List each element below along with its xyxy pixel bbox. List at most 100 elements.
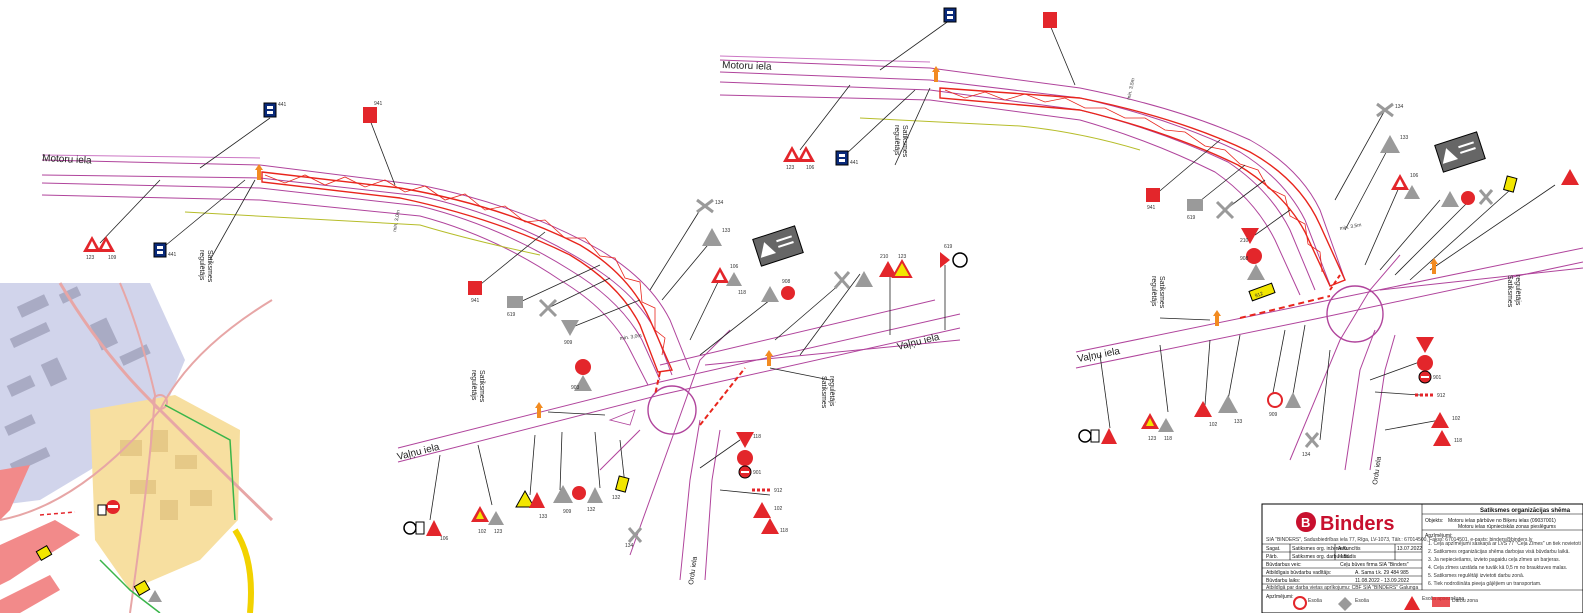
sign-warning-icon: 123 118: [1141, 413, 1174, 442]
controller-label-2: regulētājs: [1514, 275, 1521, 306]
sign-red-circle-icon: 903: [571, 359, 592, 391]
sign-grey-cross-icon: 134: [1376, 102, 1404, 118]
controller-label-2: regulētājs: [470, 370, 477, 401]
svg-text:106: 106: [440, 536, 449, 542]
svg-text:118: 118: [1454, 438, 1462, 444]
sign-no-entry-icon: [1078, 428, 1117, 444]
svg-text:133: 133: [539, 514, 548, 520]
svg-text:619: 619: [507, 312, 516, 318]
row-name: M.Budis: [1338, 554, 1357, 560]
svg-text:441: 441: [168, 252, 177, 258]
svg-text:118: 118: [738, 290, 746, 296]
svg-text:Darbu zona: Darbu zona: [1452, 598, 1478, 604]
sign-grey-triangle-icon: 909: [561, 320, 579, 346]
period-value: 11.08.2022 - 13.09.2022: [1355, 578, 1409, 584]
svg-text:909: 909: [564, 340, 573, 346]
svg-text:912: 912: [774, 488, 783, 494]
svg-text:102: 102: [1452, 416, 1461, 422]
sign-grey-triangle-icon: 133: [1218, 395, 1243, 425]
note-line: 3. Ja nepieciešams, izvieto pagaidu ceļa…: [1428, 557, 1560, 563]
svg-text:118: 118: [753, 434, 761, 440]
right-road-valnu: [1075, 247, 1583, 369]
svg-text:901: 901: [753, 470, 762, 476]
traffic-controller-icon: [255, 164, 263, 180]
traffic-controller-icon: [1430, 258, 1438, 274]
sign-info-board-icon: [752, 225, 804, 267]
svg-text:619: 619: [944, 244, 953, 250]
svg-text:134: 134: [715, 200, 724, 206]
note-line: 6. Tiek nodrošināta pieeja gājējiem un t…: [1428, 581, 1541, 587]
sign-warning-icon: 901: [1416, 337, 1442, 384]
row-role: Satiksmes org. inženieris: [1292, 546, 1348, 552]
sign-grey-triangle-icon: 909 132: [553, 485, 603, 515]
left-street-valnu-2: Vaļņu iela: [896, 332, 941, 353]
sign-navy-icon: 441: [153, 242, 177, 258]
left-dimension-1: min. 3,0m: [392, 210, 402, 233]
sign-navy-icon: 441: [263, 102, 287, 118]
sign-no-entry-icon: 106: [403, 520, 449, 542]
left-road-ordu: [599, 329, 731, 581]
traffic-controller-icon: [1213, 310, 1221, 326]
row-role: Satiksmes org. darbu vad.: [1292, 554, 1350, 560]
row-date: 13.07.2022: [1397, 546, 1422, 552]
right-street-ordu: Ordu iela: [1372, 456, 1383, 485]
sign-grey-triangle-icon: 133: [1380, 135, 1409, 153]
object-value-2: Motoru ielas rūpnieciskās zonas pieslēgu…: [1458, 524, 1556, 530]
svg-text:132: 132: [612, 495, 621, 501]
left-plan: Motoru iela Vaļņu iela Vaļņu iela Ordu i…: [42, 101, 968, 585]
legend-workzone-icon: [1432, 597, 1450, 607]
svg-text:118: 118: [780, 528, 788, 534]
controller-label-2: regulētājs: [828, 376, 835, 407]
svg-text:908: 908: [782, 279, 791, 285]
svg-text:123: 123: [786, 165, 795, 171]
responsible-value: A. Sama t.k. 29 484 985: [1355, 570, 1409, 576]
sign-grey-triangle-icon: 908: [761, 279, 795, 302]
sign-warning-icon: 123 109: [83, 236, 117, 261]
notes-title: Apzīmējumi:: [1425, 533, 1453, 539]
sign-red-square-icon: [1043, 12, 1057, 28]
svg-text:132: 132: [587, 507, 596, 513]
controller-label-2: regulētājs: [893, 125, 900, 156]
svg-text:210: 210: [1240, 238, 1249, 244]
svg-text:909: 909: [563, 509, 572, 515]
sign-info-board-icon: [1434, 131, 1486, 173]
sign-warning-icon: 102: [1194, 401, 1218, 428]
svg-text:133: 133: [1400, 135, 1409, 141]
sign-red-square-icon: 941: [363, 101, 383, 123]
binders-logo: B Binders: [1296, 512, 1394, 535]
left-controller-group-a: Satiksmes regulētājs: [198, 164, 263, 283]
svg-text:941: 941: [374, 101, 383, 107]
note-line: 2. Satiksmes organizācijas shēma darboja…: [1428, 549, 1570, 555]
period-label: Būvdarbu laiks:: [1266, 578, 1300, 584]
svg-text:106: 106: [1410, 173, 1419, 179]
right-street-valnu: Vaļņu iela: [1076, 346, 1121, 365]
right-roundabout: [1326, 285, 1384, 343]
svg-text:102: 102: [478, 529, 487, 535]
right-road-ordu: [1289, 254, 1401, 471]
responsible-label: Atbildīgais būvdarbu vadītājs:: [1266, 570, 1331, 576]
sign-barrier-icon: 912: [1415, 393, 1446, 399]
svg-text:102: 102: [1209, 422, 1218, 428]
sign-red-square-icon: 941: [1146, 188, 1160, 211]
left-street-motoru: Motoru iela: [42, 153, 92, 167]
left-dimension-2: min. 3,0m: [619, 333, 642, 342]
sign-grey-bus-icon: 619: [507, 296, 523, 318]
traffic-controller-icon: [535, 402, 543, 418]
legend-triangle-icon: [1404, 596, 1420, 610]
sign-navy-icon: 441: [835, 150, 859, 166]
object-label: Objekts:: [1425, 518, 1443, 524]
svg-text:134: 134: [1395, 104, 1404, 110]
sign-warning-icon: 908 210: [1240, 228, 1265, 280]
company-address: SIA "BINDERS", Sadusbiedrības iela 77, R…: [1266, 537, 1533, 543]
contractor-value: Ceļu būves firma SIA "Binders": [1340, 562, 1409, 568]
svg-text:123: 123: [898, 254, 907, 260]
sign-yellow-icon: 133: [515, 489, 548, 520]
object-value: Motoru ielas pārbūve no Biķeru ielas (09…: [1448, 518, 1556, 524]
logo-wordmark: Binders: [1320, 513, 1394, 535]
row-name: A.Kuncītis: [1338, 546, 1361, 552]
svg-text:912: 912: [1254, 291, 1264, 300]
sign-grey-cross-icon: 134: [1302, 432, 1320, 458]
sign-warning-icon: 118 901: [736, 432, 762, 479]
row-label: Sagat.: [1266, 546, 1280, 552]
traffic-controller-icon: [932, 66, 940, 82]
